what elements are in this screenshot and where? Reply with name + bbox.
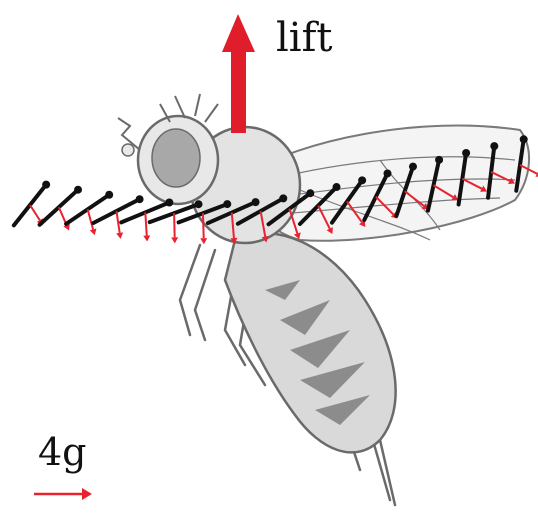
force-vector-head: [90, 228, 97, 235]
force-vector: [145, 212, 146, 235]
force-vector-head: [200, 238, 207, 244]
leading-edge-marker: [306, 189, 314, 197]
force-vector: [203, 213, 204, 238]
lift-label: lift: [276, 18, 332, 58]
leading-edge-marker: [195, 200, 203, 208]
leading-edge-marker: [105, 191, 113, 199]
force-vector-head: [171, 237, 178, 243]
leading-edge-marker: [136, 195, 144, 203]
leading-edge-marker: [383, 169, 391, 177]
lift-arrow: [222, 14, 255, 133]
leading-edge-marker: [333, 183, 341, 191]
leading-edge-marker: [435, 156, 443, 164]
compound-eye: [152, 129, 200, 187]
leading-edge-marker: [74, 186, 82, 194]
leading-edge-marker: [279, 194, 287, 202]
leading-edge-marker: [490, 142, 498, 150]
leading-edge-marker: [223, 200, 231, 208]
force-vector: [30, 205, 40, 220]
abdomen: [225, 233, 396, 452]
leading-edge-marker: [409, 163, 417, 171]
force-vector: [88, 209, 93, 229]
force-vector-head: [143, 235, 150, 241]
force-vector: [174, 213, 175, 237]
leading-edge-marker: [165, 198, 173, 206]
leading-edge-marker: [462, 149, 470, 157]
force-vector: [116, 211, 119, 233]
scale-arrow: [34, 488, 92, 500]
head: [118, 94, 218, 204]
scale-label: 4g: [38, 432, 87, 472]
leading-edge-marker: [42, 181, 50, 189]
leading-edge-marker: [520, 135, 528, 143]
leading-edge-marker: [252, 198, 260, 206]
leading-edge-marker: [358, 176, 366, 184]
force-vector-head: [116, 232, 123, 238]
